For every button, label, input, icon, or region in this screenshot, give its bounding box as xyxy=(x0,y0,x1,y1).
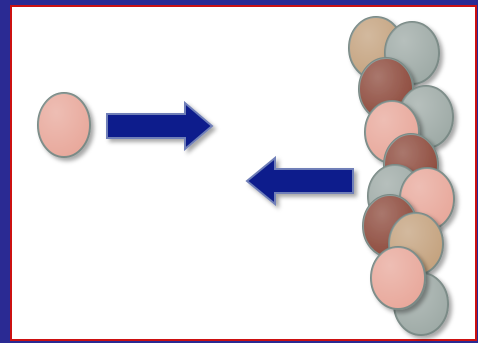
disc-stack xyxy=(348,16,455,336)
stack-disc xyxy=(370,246,426,310)
arrow-left-icon xyxy=(245,155,354,207)
single-disc xyxy=(37,92,91,158)
arrow-right-icon xyxy=(106,100,214,152)
